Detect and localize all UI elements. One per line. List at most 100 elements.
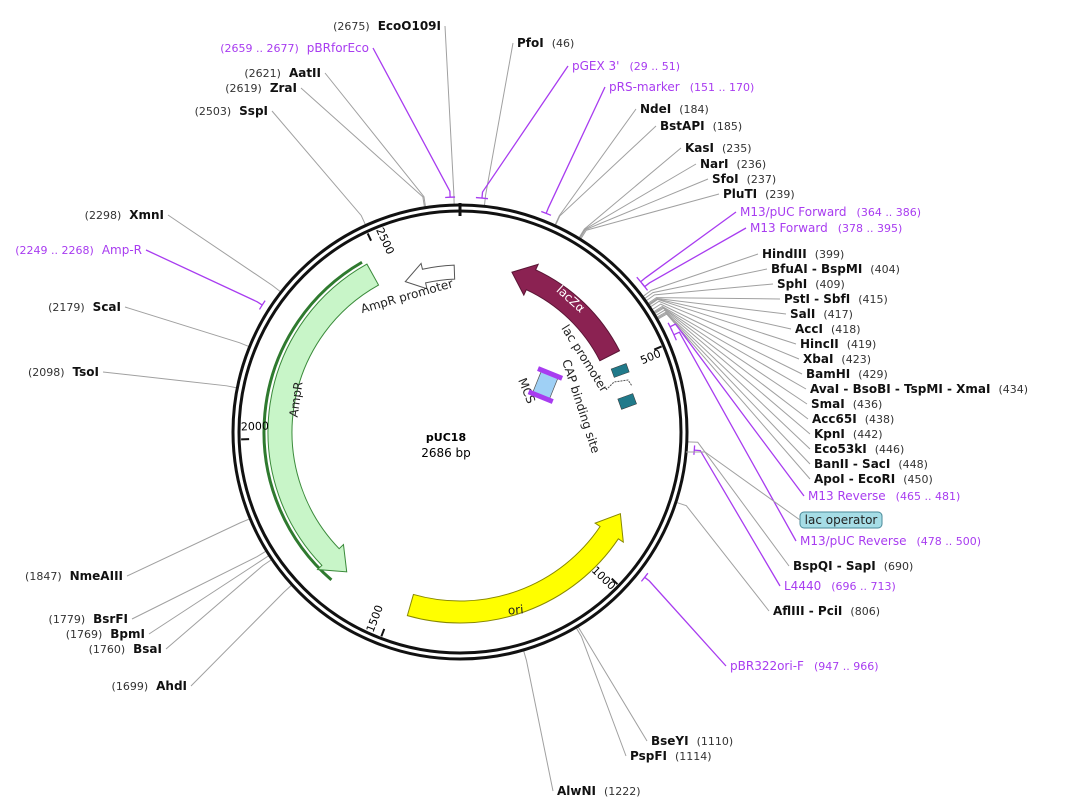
- primer-label[interactable]: M13/pUC Forward(364 .. 386): [740, 205, 921, 219]
- lac-promoter-box[interactable]: [610, 363, 630, 378]
- restriction-site[interactable]: PfoI(46): [517, 36, 574, 50]
- site-leader: [578, 147, 682, 238]
- restriction-site[interactable]: HincII(419): [800, 337, 876, 351]
- mcs-box[interactable]: [527, 366, 564, 404]
- site-position: (399): [815, 248, 845, 261]
- site-position: (418): [831, 323, 861, 336]
- restriction-site[interactable]: HindIII(399): [762, 247, 844, 261]
- lacz-arrow[interactable]: [511, 263, 621, 362]
- primer-mark[interactable]: [670, 328, 677, 341]
- restriction-site[interactable]: AvaI - BsoBI - TspMI - XmaI(434): [810, 382, 1028, 396]
- site-position: (236): [737, 158, 767, 171]
- restriction-site[interactable]: BseYI (1110): [651, 734, 733, 748]
- ori-arrow[interactable]: [406, 513, 624, 624]
- restriction-site[interactable]: BstAPI (185): [660, 119, 742, 133]
- restriction-site[interactable]: (2619)ZraI: [225, 81, 297, 95]
- restriction-site[interactable]: AlwNI(1222): [557, 784, 641, 798]
- restriction-site[interactable]: Eco53kI(446): [814, 442, 904, 456]
- site-name: BstAPI: [660, 119, 705, 133]
- site-position: (2503): [195, 105, 232, 118]
- primer-label[interactable]: M13 Forward(378 .. 395): [750, 221, 902, 235]
- restriction-site[interactable]: (2621)AatII: [244, 66, 321, 80]
- site-name: BseYI: [651, 734, 689, 748]
- restriction-site[interactable]: (1779)BsrFI: [49, 612, 128, 626]
- primer-label[interactable]: pBR322ori-F(947 .. 966): [730, 659, 879, 673]
- restriction-site[interactable]: BspQI - SapI(690): [793, 559, 913, 573]
- restriction-site[interactable]: (1847)NmeAIII: [25, 569, 123, 583]
- restriction-site[interactable]: (2675)EcoO109I: [333, 19, 441, 33]
- primer-label[interactable]: pRS-marker(151 .. 170): [609, 80, 754, 94]
- site-position: (1114): [675, 750, 712, 763]
- restriction-site[interactable]: BanII - SacI(448): [814, 457, 928, 471]
- restriction-site[interactable]: NdeI(184): [640, 102, 709, 116]
- restriction-site[interactable]: KpnI(442): [814, 427, 883, 441]
- primer-label[interactable]: (2249 .. 2268)Amp-R: [15, 243, 142, 257]
- restriction-site[interactable]: ApoI - EcoRI(450): [814, 472, 933, 486]
- restriction-site[interactable]: (2098)TsoI: [28, 365, 99, 379]
- site-position: (434): [998, 383, 1028, 396]
- site-leader: [148, 555, 269, 635]
- restriction-site[interactable]: Acc65I(438): [812, 412, 894, 426]
- primer-label[interactable]: M13 Reverse(465 .. 481): [808, 489, 960, 503]
- site-position: (436): [853, 398, 883, 411]
- site-position: (1760): [89, 643, 126, 656]
- restriction-site[interactable]: AccI(418): [795, 322, 861, 336]
- restriction-site[interactable]: PstI - SbfI(415): [784, 292, 888, 306]
- site-leader: [656, 311, 811, 450]
- primer-mark[interactable]: [475, 196, 489, 200]
- primer-label[interactable]: M13/pUC Reverse(478 .. 500): [800, 534, 981, 548]
- primer-mark[interactable]: [640, 572, 649, 582]
- site-position: (185): [713, 120, 743, 133]
- site-leader: [165, 559, 272, 650]
- restriction-site[interactable]: PspFI(1114): [630, 749, 712, 763]
- restriction-site[interactable]: SalI(417): [790, 307, 853, 321]
- plasmid-length: 2686 bp: [421, 446, 471, 460]
- site-name: AlwNI: [557, 784, 596, 798]
- site-name: ZraI: [270, 81, 297, 95]
- restriction-site[interactable]: AflIII - PciI(806): [773, 604, 880, 618]
- restriction-site[interactable]: (2503)SspI: [195, 104, 268, 118]
- primer-name: pBRforEco: [307, 41, 369, 55]
- site-position: (404): [870, 263, 900, 276]
- tick-label: 2500: [373, 226, 397, 257]
- site-name: ScaI: [93, 300, 121, 314]
- restriction-site[interactable]: PluTI(239): [723, 187, 795, 201]
- ampr-promoter-arrow[interactable]: [404, 262, 456, 290]
- cap-site-box[interactable]: [617, 393, 637, 410]
- restriction-site[interactable]: BamHI(429): [806, 367, 888, 381]
- restriction-site[interactable]: (1760)BsaI: [89, 642, 162, 656]
- restriction-site[interactable]: (2179)ScaI: [48, 300, 121, 314]
- ampr-label[interactable]: AmpR: [287, 381, 306, 418]
- site-leader: [676, 502, 770, 612]
- primer-label[interactable]: pGEX 3'(29 .. 51): [572, 59, 680, 73]
- primer-label[interactable]: (2659 .. 2677)pBRforEco: [220, 41, 369, 55]
- restriction-site[interactable]: SmaI(436): [811, 397, 882, 411]
- site-name: AatII: [289, 66, 321, 80]
- ampr-arrow[interactable]: [267, 263, 380, 573]
- site-position: (415): [858, 293, 888, 306]
- primer-mark[interactable]: [641, 282, 649, 291]
- primer-label[interactable]: L4440(696 .. 713): [784, 579, 896, 593]
- primer-leader: [372, 47, 451, 198]
- primer-name: M13/pUC Forward: [740, 205, 847, 219]
- restriction-site[interactable]: SfoI(237): [712, 172, 776, 186]
- site-position: (1110): [697, 735, 734, 748]
- lac-operator-label[interactable]: lac operator: [805, 513, 878, 527]
- restriction-site[interactable]: (1699)AhdI: [112, 679, 187, 693]
- primer-range: (151 .. 170): [690, 81, 755, 94]
- site-position: (438): [865, 413, 895, 426]
- restriction-site[interactable]: (1769)BpmI: [66, 627, 145, 641]
- ori-label[interactable]: ori: [507, 602, 524, 617]
- primer-leader: [545, 86, 606, 214]
- restriction-site[interactable]: (2298)XmnI: [85, 208, 164, 222]
- primer-name: pGEX 3': [572, 59, 619, 73]
- restriction-site[interactable]: NarI(236): [700, 157, 766, 171]
- restriction-site[interactable]: KasI(235): [685, 141, 752, 155]
- restriction-site[interactable]: SphI(409): [777, 277, 845, 291]
- primer-leader: [145, 249, 263, 306]
- restriction-site[interactable]: BfuAI - BspMI(404): [771, 262, 900, 276]
- restriction-site[interactable]: XbaI(423): [803, 352, 871, 366]
- primer-mark[interactable]: [258, 300, 266, 310]
- site-leader: [126, 518, 250, 577]
- site-position: (806): [850, 605, 880, 618]
